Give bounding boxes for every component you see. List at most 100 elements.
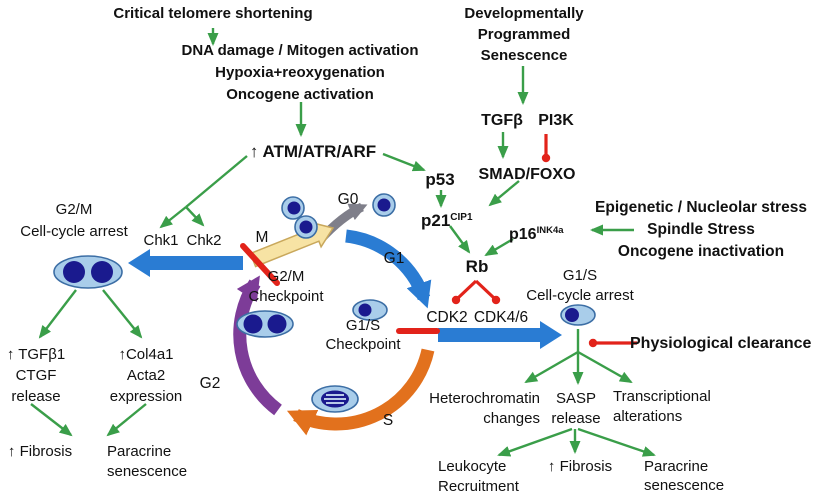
g1s-arrested-cell — [560, 304, 596, 326]
m-phase-label: M — [255, 229, 269, 246]
pi3k-label: PI3K — [538, 112, 574, 129]
g2-binucleate-cell — [236, 310, 294, 338]
dna-damage-line-1: DNA damage / Mitogen activation — [181, 42, 419, 59]
g0-phase-label: G0 — [337, 191, 359, 208]
s-phase-arrow — [286, 348, 435, 436]
sasp-release-label: SASP release — [551, 389, 600, 429]
atm-label: ↑ ATM/ATR/ARF — [249, 142, 377, 161]
cell-nucleus — [243, 314, 263, 334]
rb-inhibit-cdk46-line — [474, 279, 496, 300]
stress-line-1: Epigenetic / Nucleolar stress — [595, 199, 807, 216]
p21-to-rb-arrow — [449, 225, 471, 254]
tgfb1-release-label: ↑ TGFβ1 CTGF release — [7, 344, 65, 407]
p21-base: p21 — [421, 211, 451, 230]
col4a1-expression-label: ↑Col4a1 Acta2 expression — [110, 344, 183, 407]
heterochromatin-line-1: Heterochromatin — [429, 390, 540, 407]
transcriptional-line-1: Transcriptional — [613, 388, 711, 405]
rb-inhibit-cdk2-line — [456, 279, 478, 300]
daughter-cell-1 — [281, 196, 305, 220]
paracrine-left-line-2: senescence — [107, 463, 188, 480]
g1s-arrest-label: G1/S Cell-cycle arrest — [526, 266, 634, 306]
heterochromatin-line-2: changes — [483, 410, 540, 427]
g1s-arrest-line-1: G1/S — [562, 267, 598, 284]
g2m-arrest-label: G2/M Cell-cycle arrest — [20, 199, 128, 243]
s-phase-label: S — [382, 412, 394, 429]
developmental-senescence-label: Developmentally Programmed Senescence — [464, 3, 583, 66]
leukocyte-line-1: Leukocyte — [438, 458, 507, 475]
stress-label: Epigenetic / Nucleolar stress Spindle St… — [595, 197, 807, 263]
daughter-cell-2 — [294, 215, 318, 239]
g1-cell — [352, 299, 388, 321]
cdk2-label: CDK2 — [426, 309, 468, 326]
g2m-arrest-line-2: Cell-cycle arrest — [20, 223, 128, 240]
heterochromatin-label: Heterochromatin changes — [429, 389, 540, 429]
g1s-checkpoint-label: G1/S Checkpoint — [325, 316, 400, 354]
g1s-arrest-to-transcriptional-arrow — [577, 350, 633, 384]
fibrosis-right-label: ↑ Fibrosis — [547, 458, 613, 475]
sasp-line-2: release — [551, 410, 601, 427]
atm-to-chk-stem — [185, 155, 248, 208]
sasp-to-paracrine-arrow — [577, 427, 656, 457]
chk2-label: Chk2 — [186, 232, 222, 249]
leukocyte-line-2: Recruitment — [438, 478, 519, 495]
atm-to-chk2-arrow — [185, 206, 205, 227]
g2m-checkpoint-label: G2/M Checkpoint — [248, 267, 323, 307]
tgfb-label: TGFβ — [481, 112, 523, 129]
col4a1-line-2: Acta2 — [126, 367, 166, 384]
rb-inhibit-cdk46-dot — [491, 295, 501, 305]
cell-nucleus — [565, 308, 579, 322]
rb-label: Rb — [465, 257, 489, 276]
tgfb1-line-2: CTGF — [15, 367, 57, 384]
chk1-label: Chk1 — [143, 232, 179, 249]
paracrine-right-line-1: Paracrine — [644, 458, 709, 475]
cell-nucleus — [287, 201, 301, 215]
clearance-inhibit-dot — [588, 338, 598, 348]
cell-nucleus — [91, 261, 113, 283]
smad-foxo-label: SMAD/FOXO — [478, 166, 576, 183]
g0-cell — [372, 193, 396, 217]
rb-inhibit-cdk2-dot — [451, 295, 461, 305]
paracrine-left-line-1: Paracrine — [107, 443, 172, 460]
g2m-checkpoint-bar — [240, 243, 280, 286]
g1s-checkpoint-line-1: G1/S — [345, 317, 381, 334]
s-phase-cell — [311, 385, 359, 413]
g2m-arrest-to-col4a1-arrow — [102, 289, 143, 339]
paracrine-left-label: Paracrine senescence — [107, 442, 187, 482]
tgfb1-line-3: release — [11, 388, 61, 405]
col4a1-line-1: ↑Col4a1 — [118, 346, 174, 363]
g2m-checkpoint-line-1: G2/M — [267, 268, 305, 285]
stress-line-3: Oncogene inactivation — [617, 243, 785, 260]
fibrosis-left-label: ↑ Fibrosis — [7, 443, 73, 460]
cell-nucleus — [267, 314, 287, 334]
cell-nucleus — [299, 220, 313, 234]
developmental-line-1: Developmentally — [464, 5, 584, 22]
clearance-label: Physiological clearance — [630, 335, 812, 352]
g2-phase-arrow — [233, 275, 282, 416]
g1s-arrest-arrow — [438, 321, 562, 349]
p21-superscript: CIP1 — [450, 212, 473, 223]
transcriptional-label: Transcriptional alterations — [613, 387, 711, 427]
tgfb1-line-1: ↑ TGFβ1 — [6, 346, 66, 363]
smad-to-p21-arrow — [488, 180, 520, 207]
g1s-arrest-to-heterochromatin-arrow — [524, 350, 579, 384]
cdk46-label: CDK4/6 — [473, 309, 529, 326]
atm-to-p53-arrow — [382, 152, 426, 172]
g2m-arrested-cell — [53, 255, 123, 289]
p16-superscript: INK4a — [536, 225, 564, 236]
telomere-label: Critical telomere shortening — [113, 5, 313, 22]
sasp-to-leukocyte-arrow — [497, 427, 573, 457]
g2m-arrest-line-1: G2/M — [55, 201, 93, 218]
g1-phase-arrow — [345, 229, 432, 309]
paracrine-right-label: Paracrine senescence — [644, 457, 724, 495]
g1s-checkpoint-line-2: Checkpoint — [325, 336, 401, 353]
cell-nucleus — [358, 303, 372, 317]
col4a1-line-3: expression — [109, 388, 183, 405]
dna-damage-line-3: Oncogene activation — [226, 86, 374, 103]
pi3k-inhibit-dot — [541, 153, 551, 163]
g2m-arrest-arrow — [128, 249, 243, 277]
p16-label: p16INK4a — [509, 225, 564, 247]
g1s-arrest-line-2: Cell-cycle arrest — [526, 287, 634, 304]
tgfb1-to-fibrosis-arrow — [30, 403, 73, 437]
